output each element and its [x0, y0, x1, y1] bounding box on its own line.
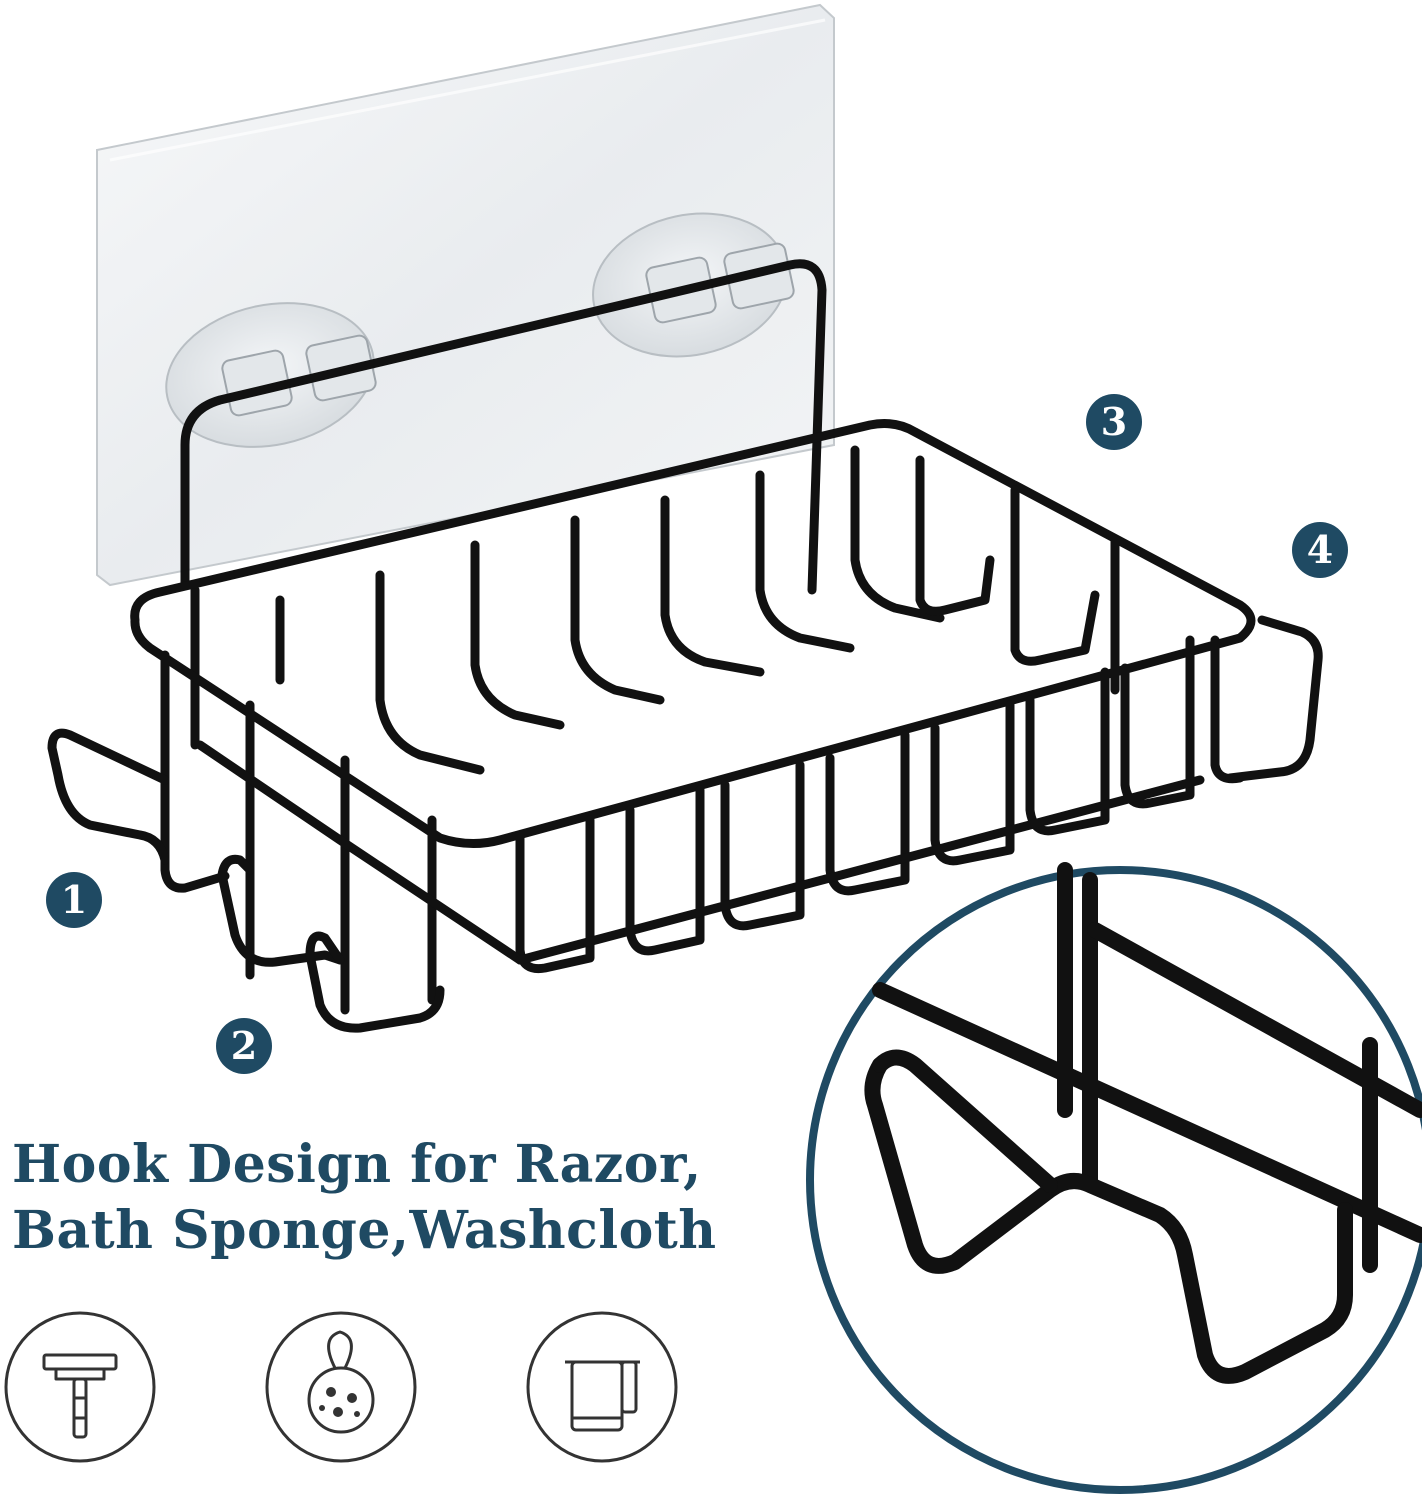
- wire-rack: [47, 259, 1323, 1033]
- washcloth-icon: [527, 1312, 677, 1462]
- razor-icon: [5, 1312, 155, 1462]
- bath-sponge-icon: [266, 1312, 416, 1462]
- zoom-detail: [806, 862, 1422, 1494]
- bath-sponge-icon-graphic: [265, 1311, 417, 1463]
- washcloth-icon-graphic: [526, 1311, 678, 1463]
- callout-4: 4: [1292, 522, 1348, 578]
- razor-icon-graphic: [4, 1311, 156, 1463]
- callout-3: 3: [1086, 394, 1142, 450]
- callout-2: 2: [216, 1018, 272, 1074]
- callout-1: 1: [46, 872, 102, 928]
- headline-line-1: Hook Design for Razor,: [12, 1134, 702, 1195]
- headline: Hook Design for Razor, Bath Sponge,Washc…: [12, 1132, 792, 1264]
- headline-line-2: Bath Sponge,Washcloth: [12, 1200, 717, 1261]
